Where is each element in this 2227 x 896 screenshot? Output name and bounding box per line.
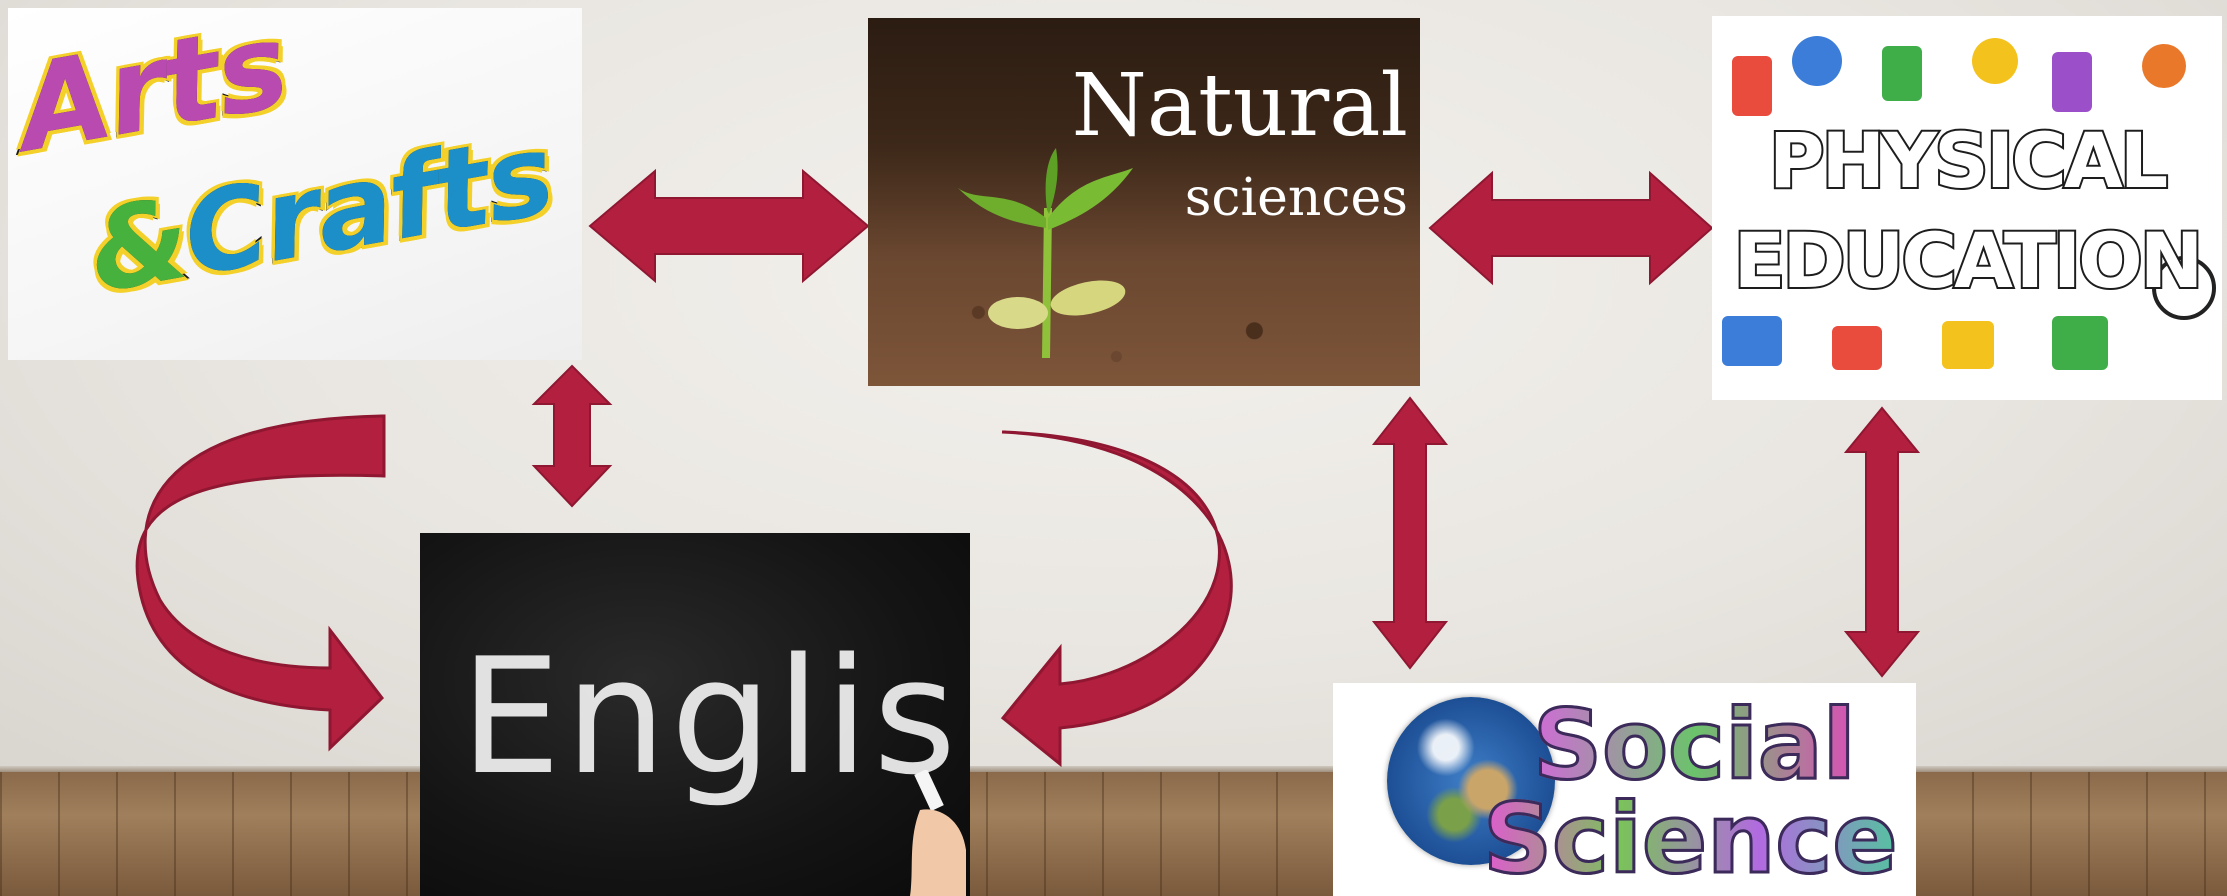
curved-arrow-right xyxy=(1000,430,1233,768)
soccer-ball-icon xyxy=(2152,256,2216,320)
physical-word: PHYSICAL xyxy=(1767,114,2170,207)
arrow-natural-physical xyxy=(1428,170,1714,286)
social-word: Social xyxy=(1532,689,1858,801)
education-word: EDUCATION xyxy=(1732,214,2206,307)
doodle-figure xyxy=(1732,56,1772,116)
science-word: Science xyxy=(1481,783,1898,895)
node-social-science: Social Science xyxy=(1333,683,1916,896)
doodle-figure xyxy=(2052,52,2092,112)
doodle-figure xyxy=(1942,321,1994,369)
doodle-ball xyxy=(1972,38,2018,84)
arts-word: Arts xyxy=(8,8,299,181)
arrow-natural-social xyxy=(1371,396,1449,670)
node-arts-crafts: Arts &Crafts xyxy=(8,8,582,360)
doodle-figure xyxy=(1882,46,1922,101)
arrow-arts-natural xyxy=(588,168,870,284)
node-english: English xyxy=(420,533,970,896)
node-physical-education: PHYSICAL EDUCATION xyxy=(1712,16,2222,400)
globe-icon xyxy=(1387,697,1555,865)
doodle-figure xyxy=(1722,316,1782,366)
arrow-arts-english xyxy=(531,364,613,508)
doodle-figure xyxy=(1832,326,1882,370)
natural-title: Natural xyxy=(1071,56,1408,156)
node-natural-sciences: Natural sciences xyxy=(868,18,1420,386)
english-label: English xyxy=(460,623,970,810)
hand-with-chalk-icon xyxy=(910,770,966,896)
doodle-ball xyxy=(1792,36,1842,86)
doodle-ball xyxy=(2142,44,2186,88)
sprout-icon xyxy=(958,148,1133,359)
doodle-figure xyxy=(2052,316,2108,370)
curved-arrow-left xyxy=(135,414,386,752)
arrow-physical-social xyxy=(1843,406,1921,678)
natural-subtitle: sciences xyxy=(1184,168,1408,228)
baseboard xyxy=(0,766,2227,774)
